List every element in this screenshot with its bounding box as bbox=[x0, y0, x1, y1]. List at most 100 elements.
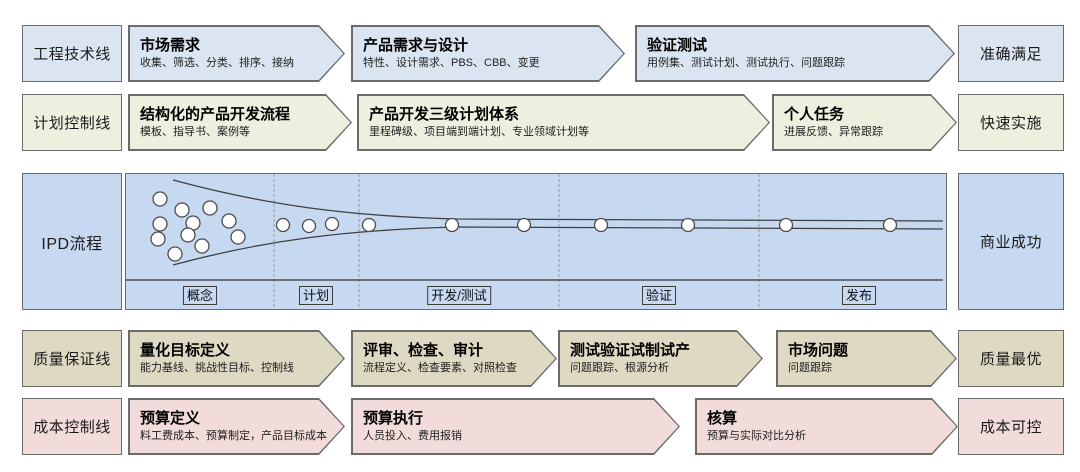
phase-label-plan: 计划 bbox=[298, 286, 334, 305]
step-subtitle: 问题跟踪 bbox=[788, 362, 832, 375]
result-text: 准确满足 bbox=[979, 46, 1042, 63]
step-title: 量化目标定义 bbox=[140, 341, 231, 359]
lane-label-text: 计划控制线 bbox=[33, 115, 111, 132]
step-subtitle: 流程定义、检查要素、对照检查 bbox=[363, 362, 517, 375]
lane-quality: 质量保证线 量化目标定义 能力基线、挑战性目标、控制线 评审、检查、审计 流程定… bbox=[0, 330, 1080, 387]
step-title: 市场需求 bbox=[140, 36, 201, 54]
step-title: 评审、检查、审计 bbox=[363, 341, 484, 359]
arrow-text: 量化目标定义 能力基线、挑战性目标、控制线 bbox=[128, 330, 345, 387]
flow-step-verification-test: 验证测试 用例集、测试计划、测试执行、问题跟踪 bbox=[635, 25, 955, 82]
lane-label-planning: 计划控制线 bbox=[22, 94, 122, 151]
arrow-fill bbox=[774, 96, 956, 150]
arrow-fill bbox=[130, 27, 344, 81]
result-text: 质量最优 bbox=[979, 351, 1042, 368]
step-subtitle: 问题跟踪、根源分析 bbox=[570, 362, 669, 375]
flow-step-plan-system: 产品开发三级计划体系 里程碑级、项目端到端计划、专业领域计划等 bbox=[357, 94, 770, 151]
phase-label-verify: 验证 bbox=[641, 286, 677, 305]
arrow-fill bbox=[353, 400, 679, 454]
flow-step-market-issues: 市场问题 问题跟踪 bbox=[776, 330, 957, 387]
arrow-text: 市场需求 收集、筛选、分类、排序、接纳 bbox=[128, 25, 345, 82]
step-title: 测试验证试制试产 bbox=[570, 341, 691, 359]
phase-divider-lines bbox=[273, 174, 760, 308]
result-text: 快速实施 bbox=[979, 115, 1042, 132]
step-subtitle: 模板、指导书、案例等 bbox=[140, 126, 250, 139]
arrow-text: 产品需求与设计 特性、设计需求、PBS、CBB、变更 bbox=[351, 25, 625, 82]
step-subtitle: 能力基线、挑战性目标、控制线 bbox=[140, 362, 294, 375]
step-subtitle: 预算与实际对比分析 bbox=[707, 430, 806, 443]
result-box-quality: 质量最优 bbox=[958, 330, 1064, 387]
step-subtitle: 特性、设计需求、PBS、CBB、变更 bbox=[363, 57, 540, 70]
lane-label-cost: 成本控制线 bbox=[22, 398, 122, 455]
result-box-ipd: 商业成功 bbox=[958, 173, 1064, 310]
step-subtitle: 料工费成本、预算制定，产品目标成本 bbox=[140, 430, 327, 443]
flow-step-market-demand: 市场需求 收集、筛选、分类、排序、接纳 bbox=[128, 25, 345, 82]
arrow-fill bbox=[353, 27, 624, 81]
result-box-cost: 成本可控 bbox=[958, 398, 1064, 455]
lane-engineering: 工程技术线 市场需求 收集、筛选、分类、排序、接纳 产品需求与设计 特性、设计需… bbox=[0, 25, 1080, 82]
phase-label-develop-test: 开发/测试 bbox=[427, 286, 491, 305]
arrow-text: 验证测试 用例集、测试计划、测试执行、问题跟踪 bbox=[635, 25, 955, 82]
lane-label-text: 成本控制线 bbox=[33, 419, 111, 436]
step-title: 预算执行 bbox=[363, 409, 424, 427]
arrow-text: 预算执行 人员投入、费用报销 bbox=[351, 398, 680, 455]
step-title: 市场问题 bbox=[788, 341, 849, 359]
arrow-text: 评审、检查、审计 流程定义、检查要素、对照检查 bbox=[351, 330, 557, 387]
step-title: 结构化的产品开发流程 bbox=[140, 105, 291, 123]
funnel-chart bbox=[126, 174, 943, 308]
step-title: 核算 bbox=[707, 409, 738, 427]
arrow-fill bbox=[637, 27, 954, 81]
lane-ipd-process: IPD流程 bbox=[0, 173, 1080, 310]
arrow-text: 个人任务 进展反馈、异常跟踪 bbox=[772, 94, 957, 151]
ipd-panel: 概念 计划 开发/测试 验证 发布 bbox=[125, 173, 947, 310]
step-title: 验证测试 bbox=[647, 36, 708, 54]
lane-label-ipd: IPD流程 bbox=[22, 173, 122, 310]
arrow-text: 市场问题 问题跟踪 bbox=[776, 330, 957, 387]
step-title: 预算定义 bbox=[140, 409, 201, 427]
lane-cost: 成本控制线 预算定义 料工费成本、预算制定，产品目标成本 预算执行 人员投入、费… bbox=[0, 398, 1080, 455]
flow-step-personal-task: 个人任务 进展反馈、异常跟踪 bbox=[772, 94, 957, 151]
step-title: 个人任务 bbox=[784, 105, 845, 123]
step-subtitle: 人员投入、费用报销 bbox=[363, 430, 462, 443]
arrow-fill bbox=[697, 400, 957, 454]
arrow-text: 产品开发三级计划体系 里程碑级、项目端到端计划、专业领域计划等 bbox=[357, 94, 770, 151]
result-text: 商业成功 bbox=[979, 234, 1042, 251]
step-subtitle: 里程碑级、项目端到端计划、专业领域计划等 bbox=[369, 126, 589, 139]
step-subtitle: 收集、筛选、分类、排序、接纳 bbox=[140, 57, 294, 70]
arrow-fill bbox=[560, 332, 762, 386]
arrow-text: 结构化的产品开发流程 模板、指导书、案例等 bbox=[128, 94, 352, 151]
result-text: 成本可控 bbox=[979, 419, 1042, 436]
arrow-fill bbox=[130, 332, 344, 386]
result-box-engineering: 准确满足 bbox=[958, 25, 1064, 82]
lane-label-text: IPD流程 bbox=[41, 235, 103, 253]
arrow-fill bbox=[130, 400, 344, 454]
arrow-text: 测试验证试制试产 问题跟踪、根源分析 bbox=[558, 330, 763, 387]
flow-step-product-design: 产品需求与设计 特性、设计需求、PBS、CBB、变更 bbox=[351, 25, 625, 82]
flow-step-review-audit: 评审、检查、审计 流程定义、检查要素、对照检查 bbox=[351, 330, 557, 387]
phase-label-concept: 概念 bbox=[182, 286, 218, 305]
flow-step-quant-targets: 量化目标定义 能力基线、挑战性目标、控制线 bbox=[128, 330, 345, 387]
funnel-curves bbox=[172, 179, 943, 266]
lane-label-quality: 质量保证线 bbox=[22, 330, 122, 387]
arrow-fill bbox=[130, 96, 351, 150]
step-subtitle: 用例集、测试计划、测试执行、问题跟踪 bbox=[647, 57, 845, 70]
arrow-fill bbox=[359, 96, 769, 150]
idea-bubbles bbox=[150, 191, 898, 262]
step-title: 产品开发三级计划体系 bbox=[369, 105, 520, 123]
flow-step-test-pilot: 测试验证试制试产 问题跟踪、根源分析 bbox=[558, 330, 763, 387]
flow-step-budget-execution: 预算执行 人员投入、费用报销 bbox=[351, 398, 680, 455]
flow-step-structured-process: 结构化的产品开发流程 模板、指导书、案例等 bbox=[128, 94, 352, 151]
arrow-text: 预算定义 料工费成本、预算制定，产品目标成本 bbox=[128, 398, 345, 455]
lane-label-engineering: 工程技术线 bbox=[22, 25, 122, 82]
flow-step-budget-definition: 预算定义 料工费成本、预算制定，产品目标成本 bbox=[128, 398, 345, 455]
step-subtitle: 进展反馈、异常跟踪 bbox=[784, 126, 883, 139]
phase-label-release: 发布 bbox=[841, 286, 877, 305]
arrow-fill bbox=[778, 332, 956, 386]
flow-step-accounting: 核算 预算与实际对比分析 bbox=[695, 398, 958, 455]
arrow-fill bbox=[353, 332, 556, 386]
lane-label-text: 质量保证线 bbox=[33, 351, 111, 368]
lane-planning: 计划控制线 结构化的产品开发流程 模板、指导书、案例等 产品开发三级计划体系 里… bbox=[0, 94, 1080, 151]
result-box-planning: 快速实施 bbox=[958, 94, 1064, 151]
arrow-text: 核算 预算与实际对比分析 bbox=[695, 398, 958, 455]
step-title: 产品需求与设计 bbox=[363, 36, 469, 54]
